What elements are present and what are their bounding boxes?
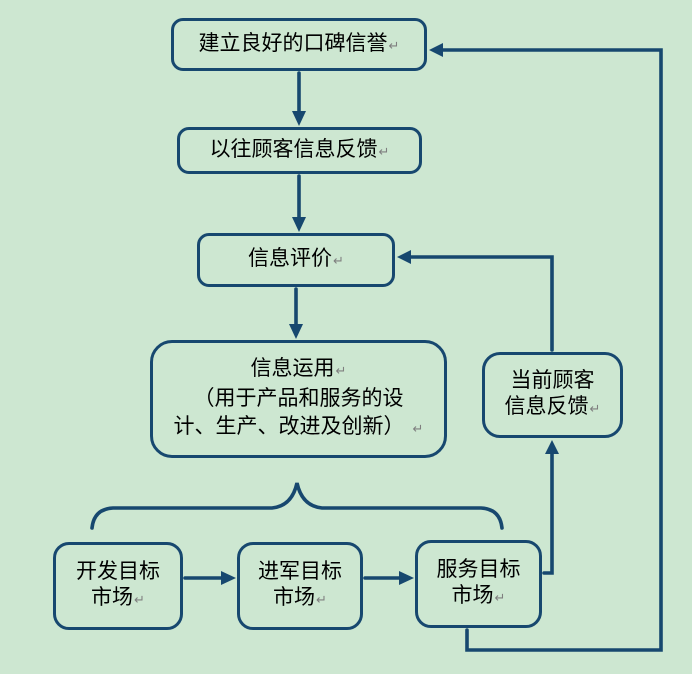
arrowhead-enter-to-serve — [399, 571, 414, 585]
node-info-application-line1: 信息运用↵ — [250, 357, 347, 380]
node-develop-market-line1: 开发目标 — [76, 560, 160, 583]
node-past-feedback-label: 以往顾客信息反馈↵ — [209, 137, 390, 161]
arrowhead-eval-to-application — [289, 324, 303, 339]
node-info-evaluation[interactable]: 信息评价↵ — [197, 233, 395, 287]
node-past-feedback[interactable]: 以往顾客信息反馈↵ — [177, 127, 422, 174]
arrow-serve-to-current — [542, 452, 554, 575]
paragraph-mark-icon: ↵ — [388, 37, 400, 53]
node-develop-market-line2: 市场↵ — [91, 586, 145, 609]
arrowhead-serve-to-reputation-loop — [429, 43, 443, 57]
arrowhead-develop-to-enter — [221, 571, 236, 585]
node-current-feedback[interactable]: 当前顾客 信息反馈↵ — [482, 352, 623, 438]
arrowhead-reputation-to-past — [292, 111, 306, 126]
node-info-application[interactable]: 信息运用↵ （用于产品和服务的设 计、生产、改进及创新）↵ — [150, 340, 447, 458]
node-serve-market-line1: 服务目标 — [436, 558, 521, 581]
node-info-application-line3: 计、生产、改进及创新）↵ — [173, 415, 424, 438]
node-reputation-label: 建立良好的口碑信誉↵ — [198, 31, 400, 55]
paragraph-mark-icon: ↵ — [378, 143, 390, 159]
paragraph-mark-icon: ↵ — [494, 590, 506, 605]
arrow-current-to-eval — [409, 255, 554, 352]
node-info-evaluation-label: 信息评价↵ — [248, 247, 344, 270]
paragraph-mark-icon: ↵ — [134, 592, 145, 607]
node-develop-market[interactable]: 开发目标 市场↵ — [53, 542, 183, 630]
node-reputation[interactable]: 建立良好的口碑信誉↵ — [171, 18, 427, 71]
node-serve-market[interactable]: 服务目标 市场↵ — [415, 540, 542, 628]
paragraph-mark-icon: ↵ — [335, 363, 347, 378]
paragraph-mark-icon: ↵ — [412, 421, 424, 436]
split-brace — [90, 482, 504, 530]
node-enter-market-line1: 进军目标 — [258, 560, 342, 583]
paragraph-mark-icon: ↵ — [589, 401, 601, 416]
node-current-feedback-line1: 当前顾客 — [510, 369, 595, 392]
node-enter-market[interactable]: 进军目标 市场↵ — [237, 542, 363, 630]
arrowhead-current-to-eval — [397, 250, 411, 264]
node-info-application-line2: （用于产品和服务的设 — [193, 387, 404, 410]
arrowhead-serve-to-current — [545, 440, 559, 454]
arrowhead-past-to-eval — [292, 217, 306, 232]
paragraph-mark-icon: ↵ — [333, 253, 344, 268]
node-serve-market-line2: 市场↵ — [451, 584, 506, 607]
paragraph-mark-icon: ↵ — [316, 592, 327, 607]
node-current-feedback-line2: 信息反馈↵ — [504, 395, 601, 418]
node-enter-market-line2: 市场↵ — [273, 586, 327, 609]
